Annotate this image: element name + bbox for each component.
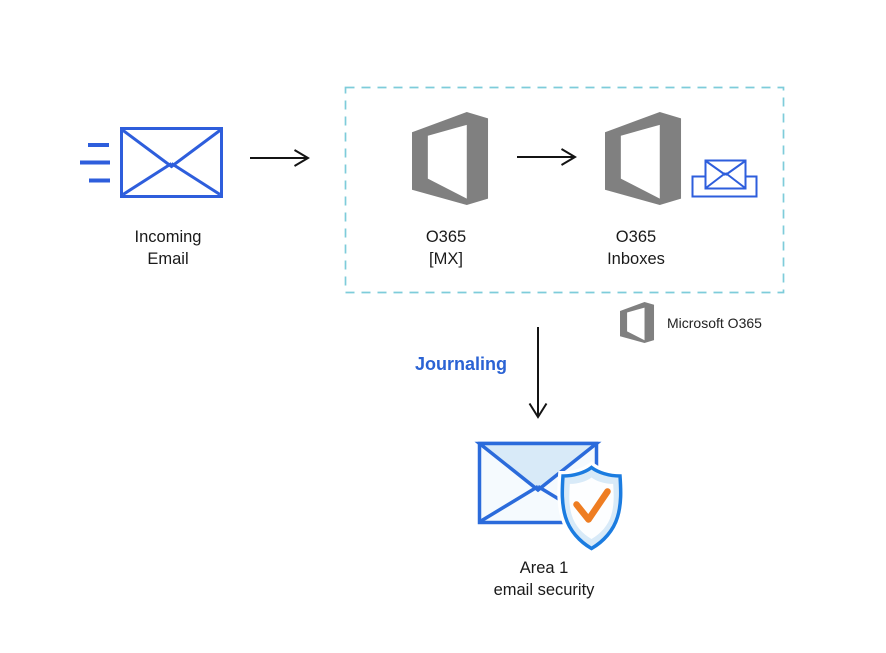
area1-label-line2: email security [493, 581, 595, 599]
area1-label-line1: Area 1 [519, 559, 569, 577]
envelope-icon [120, 127, 223, 198]
arrow-incoming-to-mx-icon [250, 149, 310, 167]
shield-check-icon [560, 465, 623, 551]
incoming-email-label-line1: Incoming [134, 228, 202, 246]
arrow-journaling-down-icon [528, 327, 548, 419]
o365-mx-label-line1: O365 [425, 228, 467, 246]
inbox-tray-envelope-icon [691, 159, 758, 198]
incoming-email-icon [80, 127, 223, 198]
o365-inboxes-label: O365 Inboxes [607, 226, 665, 270]
area1-email-security-icon [474, 441, 626, 555]
o365-inboxes-logo-icon [605, 112, 682, 205]
microsoft-o365-legend-label: Microsoft O365 [667, 314, 762, 331]
incoming-email-label-line2: Email [147, 250, 189, 268]
microsoft-o365-legend: Microsoft O365 [620, 302, 762, 343]
o365-inboxes-label-line2: Inboxes [607, 250, 665, 268]
checkmark-icon [573, 488, 611, 523]
o365-inboxes-label-line1: O365 [615, 228, 657, 246]
o365-mx-label: O365 [MX] [426, 226, 466, 270]
area1-email-security-label: Area 1 email security [494, 557, 595, 601]
arrow-mx-to-inboxes-icon [517, 148, 577, 166]
o365-mx-logo-icon [412, 112, 489, 205]
journaling-label: Journaling [414, 354, 507, 374]
inbox-envelope-flap [705, 160, 746, 189]
legend-icon-spacer [620, 302, 654, 343]
speed-lines-icon [80, 143, 110, 183]
o365-mx-label-line2: [MX] [429, 250, 463, 268]
legend-office365-logo-icon [620, 302, 655, 343]
incoming-email-label: Incoming Email [135, 226, 202, 270]
